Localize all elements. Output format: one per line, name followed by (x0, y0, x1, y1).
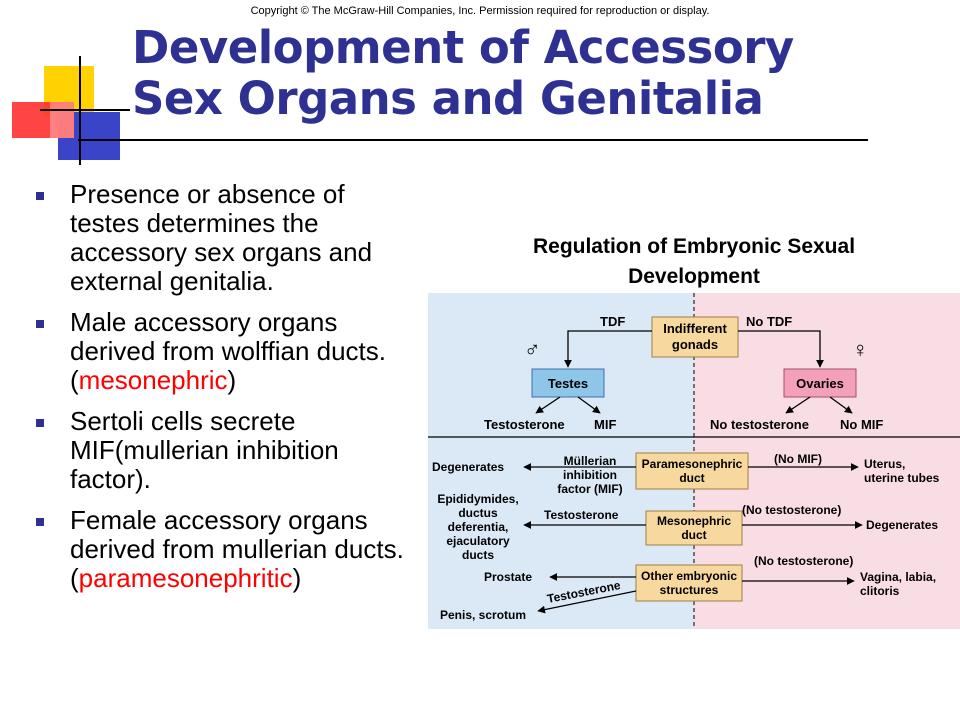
mesonephric-no-testosterone-label: (No testosterone) (742, 503, 841, 517)
bullet-text: Male accessory organs derived from wolff… (70, 307, 386, 395)
mif-arrow (577, 396, 601, 414)
testosterone-label: Testosterone (484, 417, 565, 432)
prostate-label: Prostate (484, 570, 532, 584)
highlight-term: mesonephric (78, 365, 228, 395)
bullet-marker (36, 192, 44, 200)
epididymides-line-1: Epididymides, (437, 492, 518, 506)
bullet-text: Sertoli cells secrete MIF(mullerian inhi… (70, 406, 339, 494)
testosterone-arrow (535, 396, 561, 414)
bullet-text: Female accessory organs derived from mul… (70, 505, 404, 593)
no-testosterone-arrow (785, 396, 811, 414)
mif-label: MIF (594, 417, 616, 432)
mullerian-line-2: inhibition (563, 468, 617, 482)
no-tdf-label: No TDF (746, 314, 792, 329)
ovaries-label: Ovaries (796, 376, 844, 391)
indifferent-label: Indifferent (663, 321, 727, 336)
degenerates-right-label: Degenerates (866, 518, 938, 532)
vagina-line-2: clitoris (860, 584, 900, 598)
other-no-testosterone-label: (No testosterone) (754, 554, 853, 568)
testes-label: Testes (548, 376, 588, 391)
bullet-text: ) (292, 563, 302, 593)
no-tdf-arrow (738, 330, 824, 368)
other-embryonic-label: Other embryonic (641, 569, 737, 583)
mesonephric-testosterone-label: Testosterone (544, 508, 619, 522)
mullerian-line-3: factor (MIF) (557, 482, 622, 496)
epididymides-line-2: ductus (458, 506, 498, 520)
paramesonephric-duct-label: duct (679, 471, 704, 485)
title-line-2: Sex Organs and Genitalia (132, 72, 764, 125)
no-mif-arrow (829, 396, 853, 414)
tdf-arrow (564, 330, 652, 368)
decorative-logo (12, 56, 130, 165)
bullet-list: Presence or absence of testes determines… (30, 180, 410, 605)
gonads-label: gonads (672, 337, 718, 352)
bullet-marker (36, 419, 44, 427)
degenerates-left-label: Degenerates (432, 460, 504, 474)
bullet-marker (36, 320, 44, 328)
female-symbol-icon: ♀ (852, 337, 869, 362)
tdf-label: TDF (600, 314, 625, 329)
uterus-line-2: uterine tubes (864, 471, 940, 485)
indifferent-gonads-box (651, 316, 739, 358)
epididymides-line-4: ejaculatory (446, 534, 510, 548)
title-underline (78, 139, 868, 141)
mesonephric-label: Mesonephric (657, 514, 731, 528)
bullet-text: ) (227, 365, 237, 395)
testes-box (531, 368, 605, 398)
slide-title: Development of Accessory Sex Organs and … (132, 22, 932, 124)
bullet-item: Female accessory organs derived from mul… (30, 506, 410, 593)
bullet-item: Presence or absence of testes determines… (30, 180, 410, 296)
ovaries-box (783, 368, 857, 398)
figure-title-line-1: Regulation of Embryonic Sexual (533, 235, 855, 258)
highlight-term: paramesonephritic (78, 563, 293, 593)
copyright-notice: Copyright © The McGraw-Hill Companies, I… (250, 5, 710, 17)
figure-title-line-2: Development (628, 265, 760, 288)
bullet-marker (36, 518, 44, 526)
logo-red-fade (50, 102, 74, 138)
bullet-item: Sertoli cells secrete MIF(mullerian inhi… (30, 407, 410, 494)
title-line-1: Development of Accessory (132, 21, 794, 74)
other-embryonic-box (635, 564, 743, 602)
vagina-line-1: Vagina, labia, (860, 570, 936, 584)
bullet-item: Male accessory organs derived from wolff… (30, 308, 410, 395)
mullerian-line-1: Müllerian (564, 454, 617, 468)
bullet-text: Presence or absence of testes determines… (70, 179, 373, 296)
paramesonephric-duct-box (635, 452, 749, 490)
penis-arrow (537, 590, 637, 614)
mesonephric-duct-box (645, 510, 743, 546)
paramesonephric-label: Paramesonephric (642, 457, 743, 471)
structures-label: structures (660, 583, 719, 597)
uterus-line-1: Uterus, (864, 457, 905, 471)
penis-label: Penis, scrotum (440, 608, 526, 622)
epididymides-line-3: deferentia, (448, 520, 509, 534)
male-symbol-icon: ♂ (524, 337, 541, 362)
no-mif-paren-label: (No MIF) (774, 452, 822, 466)
regulation-diagram: Regulation of Embryonic Sexual Developme… (428, 235, 960, 629)
mesonephric-duct-label: duct (681, 528, 706, 542)
no-mif-label: No MIF (840, 417, 883, 432)
no-testosterone-label: No testosterone (710, 417, 809, 432)
epididymides-line-5: ducts (462, 548, 494, 562)
